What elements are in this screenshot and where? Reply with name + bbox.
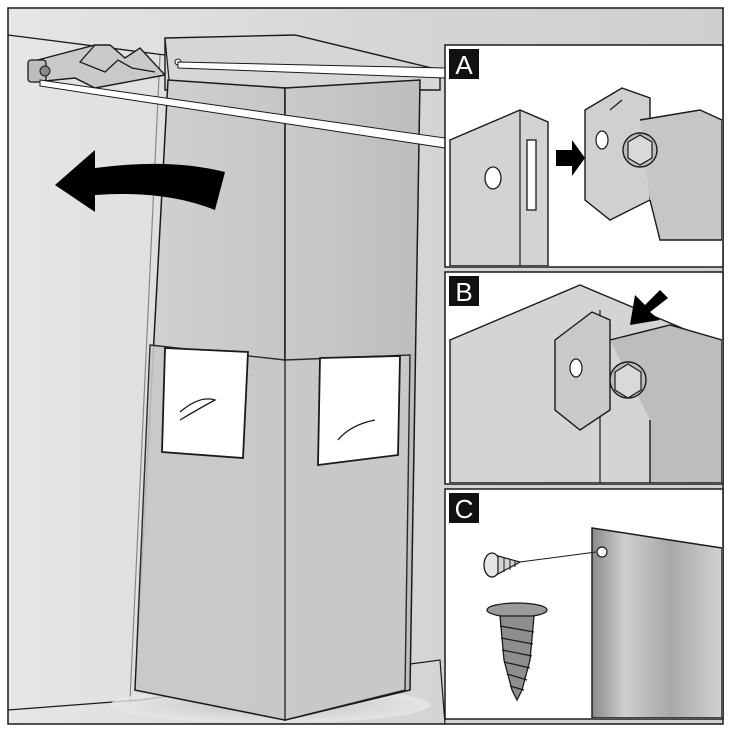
label-c-box	[449, 493, 479, 523]
panel-b: B	[444, 271, 724, 485]
label-b-box	[449, 276, 479, 306]
rotate-left-arrow-icon	[55, 150, 225, 212]
push-arrow-icon	[556, 140, 585, 176]
panel-c: C	[444, 488, 724, 720]
large-screw-icon	[486, 602, 548, 702]
ceiling-bracket-icon	[27, 44, 167, 89]
panel-label-a: A	[455, 50, 473, 80]
push-arrow-b-icon	[630, 290, 668, 325]
panel-label-b: B	[455, 277, 472, 307]
duct-edge	[591, 527, 722, 718]
panel-label-c: C	[455, 494, 474, 524]
small-screw-icon	[483, 552, 522, 578]
protective-film-left	[161, 347, 249, 459]
panel-a: A	[444, 44, 724, 268]
wall-corner-line	[129, 54, 161, 701]
protective-film-right	[317, 355, 401, 467]
label-a-box	[449, 49, 479, 79]
